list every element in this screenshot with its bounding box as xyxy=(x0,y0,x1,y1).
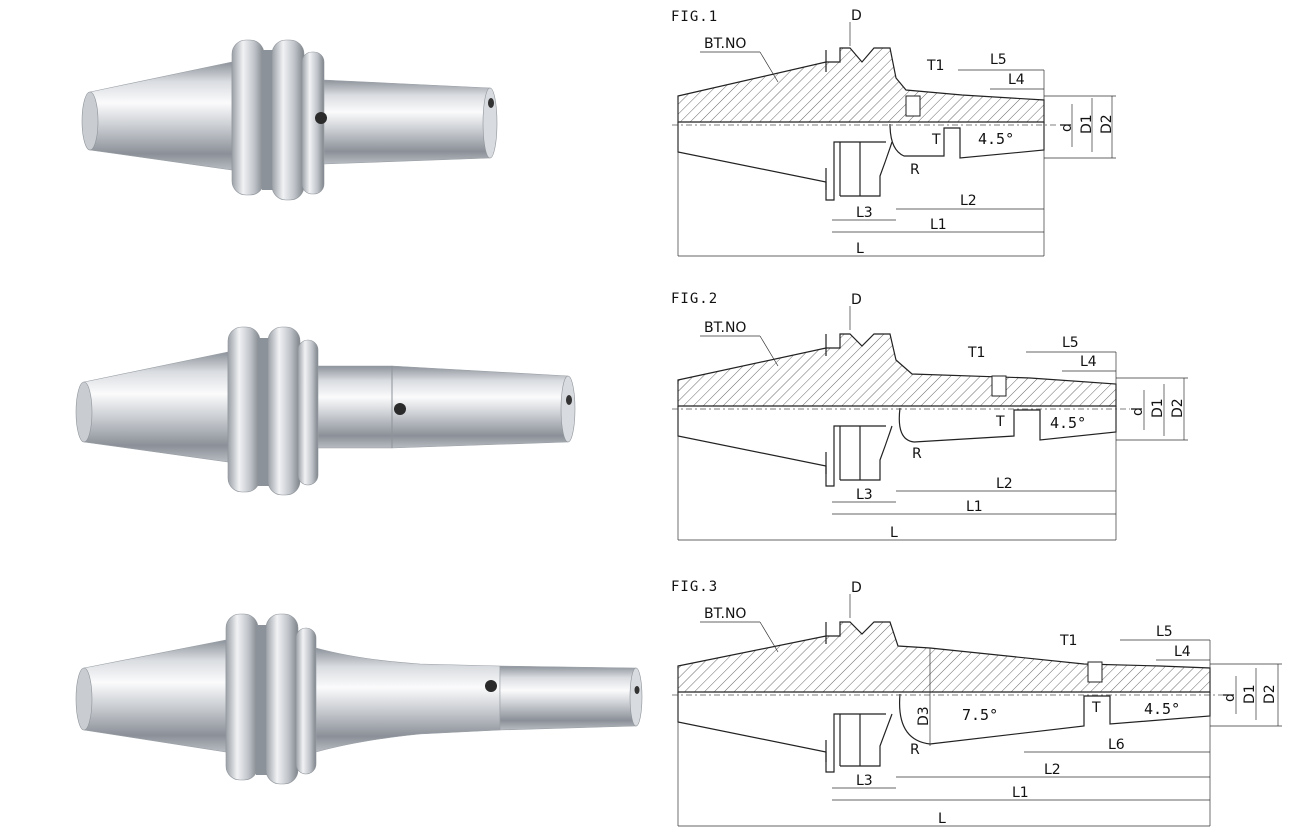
label-bt-no: BT.NO xyxy=(704,36,746,52)
label-bt-no: BT.NO xyxy=(704,320,746,336)
label-d3: D3 xyxy=(916,706,932,726)
label-bt-no: BT.NO xyxy=(704,606,746,622)
label-l3: L3 xyxy=(856,773,873,789)
technical-drawing-fig-1: FIG.1 BT.NO D T1 T R 4.5° xyxy=(671,8,1116,257)
technical-drawing-fig-3: FIG.3 BT.NO D T1 T R 7.5° 4.5° D3 xyxy=(671,579,1282,827)
label-l6: L6 xyxy=(1108,737,1125,753)
figure-caption: FIG.3 xyxy=(671,579,718,595)
label-d-small: d xyxy=(1059,123,1075,132)
label-l4: L4 xyxy=(1080,354,1097,370)
label-l1: L1 xyxy=(966,499,983,515)
label-d-top: D xyxy=(851,8,862,24)
label-angle-2: 7.5° xyxy=(962,706,998,724)
label-l1: L1 xyxy=(1012,785,1029,801)
label-l5: L5 xyxy=(1156,624,1173,640)
label-l: L xyxy=(890,525,898,541)
label-d1: D1 xyxy=(1242,684,1258,704)
label-l5: L5 xyxy=(1062,335,1079,351)
figure-caption: FIG.1 xyxy=(671,9,718,25)
label-t1: T1 xyxy=(967,345,985,361)
technical-drawing-fig-2: FIG.2 BT.NO D T1 T R 4.5° d D1 D2 L5 xyxy=(671,291,1188,541)
label-t1: T1 xyxy=(1059,633,1077,649)
label-r: R xyxy=(910,742,920,758)
label-d-small: d xyxy=(1130,407,1146,416)
tool-holder-photo-3 xyxy=(75,613,643,785)
label-d2: D2 xyxy=(1262,684,1278,704)
label-d1: D1 xyxy=(1150,398,1166,418)
label-l3: L3 xyxy=(856,487,873,503)
label-d-top: D xyxy=(851,292,862,308)
tool-holder-photo-1 xyxy=(81,39,498,201)
label-d1: D1 xyxy=(1079,114,1095,134)
label-l2: L2 xyxy=(996,476,1013,492)
tool-holder-photo-2 xyxy=(75,326,576,496)
label-l2: L2 xyxy=(1044,762,1061,778)
label-t: T xyxy=(995,414,1005,430)
label-d-top: D xyxy=(851,580,862,596)
label-r: R xyxy=(912,446,922,462)
label-r: R xyxy=(910,162,920,178)
label-angle: 4.5° xyxy=(1144,700,1180,718)
label-t: T xyxy=(1091,700,1101,716)
label-l3: L3 xyxy=(856,205,873,221)
figure-caption: FIG.2 xyxy=(671,291,718,307)
label-t1: T1 xyxy=(926,58,944,74)
label-d2: D2 xyxy=(1170,398,1186,418)
label-l4: L4 xyxy=(1174,644,1191,660)
label-angle: 4.5° xyxy=(1050,414,1086,432)
label-l4: L4 xyxy=(1008,72,1025,88)
label-l2: L2 xyxy=(960,193,977,209)
label-l: L xyxy=(856,241,864,257)
label-d-small: d xyxy=(1222,693,1238,702)
label-l: L xyxy=(938,811,946,827)
label-angle: 4.5° xyxy=(978,130,1014,148)
label-d2: D2 xyxy=(1099,114,1115,134)
label-t: T xyxy=(931,132,941,148)
label-l1: L1 xyxy=(930,217,947,233)
label-l5: L5 xyxy=(990,52,1007,68)
